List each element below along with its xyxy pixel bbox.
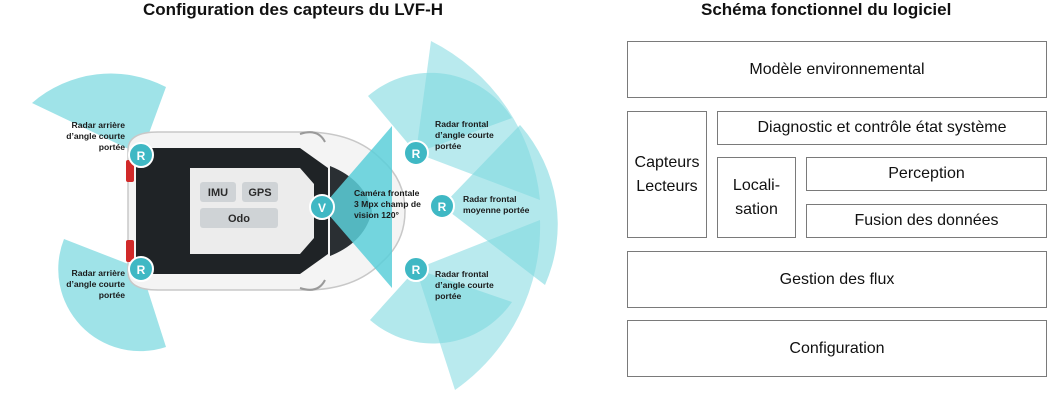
perception-block: Perception [806, 157, 1047, 191]
front-bottom-side-coverage [370, 269, 512, 344]
fusion-block: Fusion des données [806, 204, 1047, 238]
env-model-block: Modèle environnemental [627, 41, 1047, 98]
camera-coverage [322, 126, 392, 288]
rear-left-bottom-coverage [58, 239, 166, 352]
badge-camera: V [309, 194, 335, 220]
badge-rear-left-bottom: R [128, 256, 154, 282]
software-diagram-title: Schéma fonctionnel du logiciel [701, 0, 952, 19]
badge-front-top: R [403, 140, 429, 166]
svg-text:R: R [412, 147, 421, 161]
svg-text:R: R [438, 200, 447, 214]
imu-chip: IMU [200, 182, 236, 202]
svg-text:R: R [412, 263, 421, 277]
sensor-config-title: Configuration des capteurs du LVF-H [143, 0, 444, 19]
odo-label: Odo [228, 213, 250, 225]
configuration-block: Configuration [627, 320, 1047, 377]
flow-management-block: Gestion des flux [627, 251, 1047, 308]
gps-chip: GPS [242, 182, 278, 202]
imu-label: IMU [208, 187, 228, 199]
rear-left-top-coverage [32, 73, 166, 155]
badge-front-bottom: R [403, 256, 429, 282]
vehicle-sensor-diagram: IMU GPS Odo R R R R R V [32, 41, 558, 390]
diagnostic-block: Diagnostic et contrôle état système [717, 111, 1047, 145]
svg-text:V: V [318, 201, 326, 215]
svg-text:R: R [137, 149, 146, 163]
svg-text:R: R [137, 263, 146, 277]
gps-label: GPS [248, 187, 271, 199]
localisation-block: Locali-sation [717, 157, 796, 238]
badge-rear-left-top: R [128, 142, 154, 168]
odo-chip: Odo [200, 208, 278, 228]
badge-front-center: R [429, 193, 455, 219]
